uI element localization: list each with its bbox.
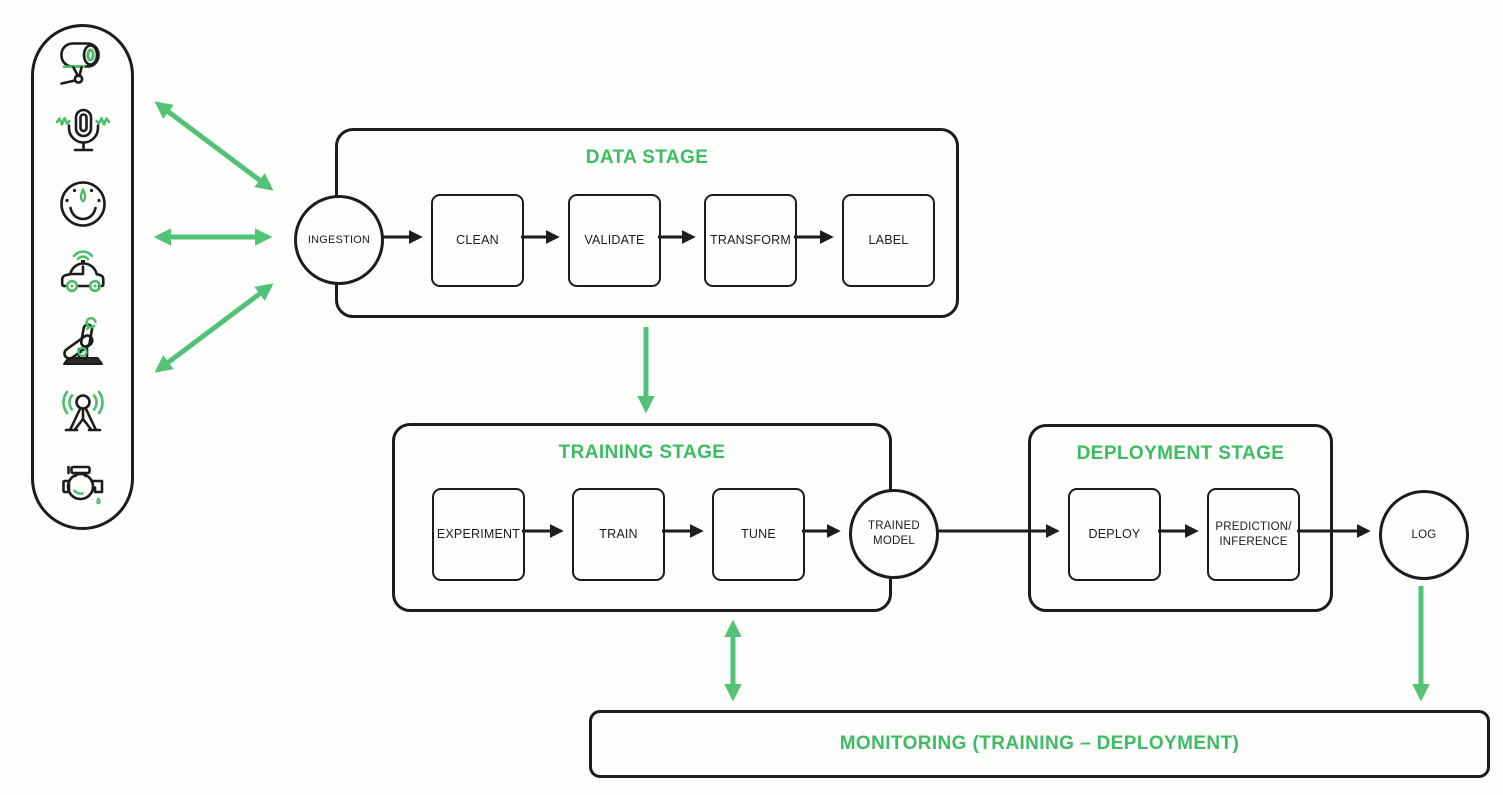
arrow-sources-ingestion-top: [154, 101, 274, 191]
log-node: LOG: [1379, 490, 1469, 580]
training-stage-title: TRAINING STAGE: [558, 442, 726, 463]
step-experiment: EXPERIMENT: [432, 488, 525, 581]
step-transform: TRANSFORM: [704, 194, 797, 287]
gauge-sensor-icon: [59, 181, 106, 227]
deployment-stage-box: DEPLOYMENT STAGE: [1028, 424, 1333, 612]
arrow-sources-ingestion-bottom: [154, 283, 274, 373]
step-prediction-inference: PREDICTION/ INFERENCE: [1207, 488, 1300, 581]
autonomous-car-icon: [60, 250, 105, 293]
security-camera-icon: [59, 42, 100, 85]
robot-arm-icon: [62, 317, 103, 365]
data-sources-panel: [31, 24, 134, 530]
step-validate: VALIDATE: [568, 194, 661, 287]
step-tune: TUNE: [712, 488, 805, 581]
step-deploy: DEPLOY: [1068, 488, 1161, 581]
step-train: TRAIN: [572, 488, 665, 581]
pump-icon: [61, 465, 103, 505]
ingestion-node: INGESTION: [294, 195, 384, 285]
monitoring-title: MONITORING (TRAINING – DEPLOYMENT): [839, 733, 1240, 754]
deployment-stage-title: DEPLOYMENT STAGE: [1076, 443, 1285, 464]
step-clean: CLEAN: [431, 194, 524, 287]
radio-tower-icon: [61, 390, 104, 432]
data-stage-title: DATA STAGE: [585, 147, 709, 168]
microphone-icon: [55, 108, 110, 152]
monitoring-bar: MONITORING (TRAINING – DEPLOYMENT): [589, 710, 1490, 778]
step-label: LABEL: [842, 194, 935, 287]
trained-model-node: TRAINED MODEL: [849, 489, 939, 579]
